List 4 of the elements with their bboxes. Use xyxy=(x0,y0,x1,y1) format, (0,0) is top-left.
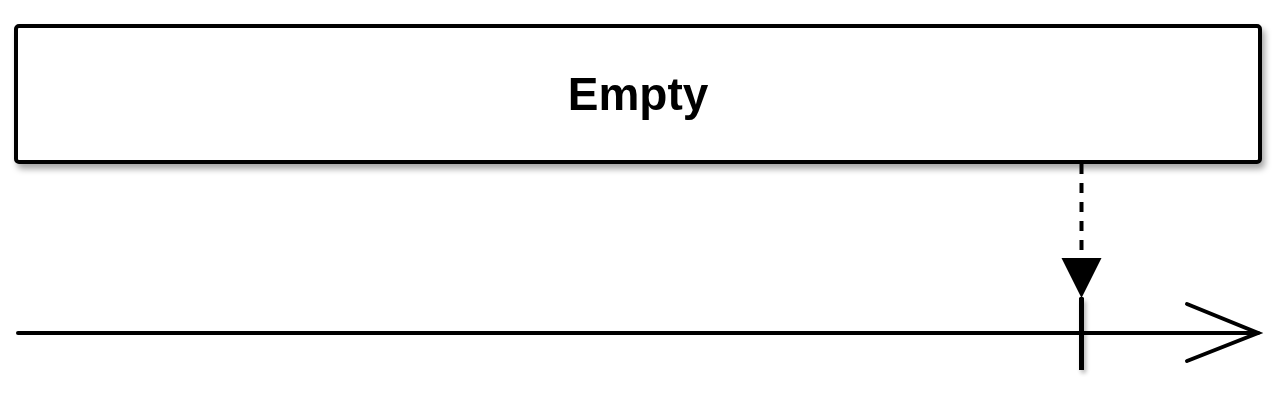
tick-mark xyxy=(1079,298,1084,370)
box-label: Empty xyxy=(567,67,709,121)
dashed-arrow xyxy=(1061,164,1102,298)
process-box xyxy=(14,24,1262,164)
